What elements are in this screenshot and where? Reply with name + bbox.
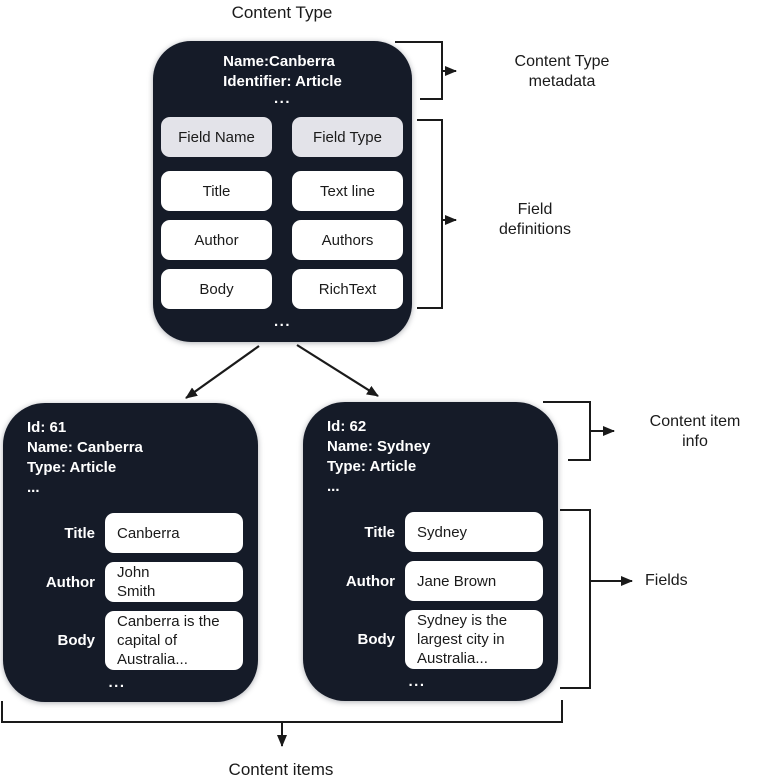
item-type: Type: Article (27, 459, 117, 476)
item-id: Id: 62 (327, 418, 367, 435)
field-label: Author (45, 573, 95, 591)
content-type-metadata: Name:Canberra Identifier: Article (223, 52, 342, 92)
content-item-box-canberra: Id: 61 Name: Canberra Type: Article ... … (3, 403, 258, 702)
field-label: Body (357, 631, 396, 648)
field-name-header: Field Name (161, 117, 272, 157)
content-items-label: Content items (228, 760, 334, 779)
diagram-title: Content Type (231, 3, 333, 22)
annotation-fields: Fields (645, 572, 688, 589)
field-row: Author Jane Brown (303, 561, 558, 601)
item-fields-ellipsis: ... (108, 674, 126, 691)
field-type-cell: Text line (292, 171, 403, 211)
field-type-header: Field Type (292, 117, 403, 157)
field-type-cell: RichText (292, 269, 403, 309)
bracket-fields (560, 509, 591, 689)
field-name-cell: Author (161, 220, 272, 260)
annotation-content-type-metadata: Content Type metadata (514, 53, 610, 90)
item-fields-ellipsis: ... (408, 673, 426, 690)
content-type-identifier: Identifier: Article (223, 73, 342, 90)
content-item-info: Id: 62 Name: Sydney Type: Article ... (303, 402, 558, 497)
bracket-field-definitions (417, 119, 443, 309)
field-value-box: Canberra (105, 513, 243, 553)
item-type: Type: Article (327, 458, 417, 475)
field-value-box: John Smith (105, 562, 243, 602)
field-table-ellipsis: ... (273, 313, 291, 330)
item-fields: Title Canberra Author John Smith Body Ca… (3, 513, 258, 670)
item-name: Name: Canberra (27, 439, 143, 456)
field-label: Author (345, 572, 395, 590)
field-value-box: Canberra is the capital of Australia... (105, 611, 243, 670)
item-meta-ellipsis: ... (327, 478, 340, 495)
arrow-to-item-1 (185, 345, 260, 399)
annotation-field-definitions: Field definitions (498, 201, 572, 238)
item-id: Id: 61 (27, 419, 67, 436)
field-row: Author John Smith (3, 562, 258, 602)
field-label: Body (57, 632, 96, 649)
item-name: Name: Sydney (327, 438, 431, 455)
field-type-cell: Authors (292, 220, 403, 260)
field-table-row: Title Text line (161, 171, 412, 211)
field-label: Title (364, 523, 395, 541)
field-row: Title Canberra (3, 513, 258, 553)
field-table-row: Body RichText (161, 269, 412, 309)
bracket-content-items (1, 700, 563, 723)
content-type-box: Name:Canberra Identifier: Article ... Fi… (153, 41, 412, 342)
item-meta-ellipsis: ... (27, 479, 40, 496)
item-fields: Title Sydney Author Jane Brown Body Sydn… (303, 512, 558, 669)
field-value-box: Sydney (405, 512, 543, 552)
field-definitions-table: Field Name Field Type Title Text line Au… (161, 117, 412, 309)
field-name-cell: Body (161, 269, 272, 309)
field-value-box: Jane Brown (405, 561, 543, 601)
metadata-ellipsis: ... (273, 90, 291, 107)
field-row: Title Sydney (303, 512, 558, 552)
field-label: Title (64, 524, 95, 542)
field-name-cell: Title (161, 171, 272, 211)
arrow-to-item-2 (296, 344, 379, 397)
field-row: Body Canberra is the capital of Australi… (3, 611, 258, 670)
content-item-info: Id: 61 Name: Canberra Type: Article ... (3, 403, 258, 498)
field-value-box: Sydney is the largest city in Australia.… (405, 610, 543, 669)
field-row: Body Sydney is the largest city in Austr… (303, 610, 558, 669)
content-item-box-sydney: Id: 62 Name: Sydney Type: Article ... Ti… (303, 402, 558, 701)
field-table-header-row: Field Name Field Type (161, 117, 412, 157)
annotation-content-item-info: Content item info (649, 413, 741, 450)
field-table-row: Author Authors (161, 220, 412, 260)
content-type-name: Name:Canberra (223, 53, 335, 70)
